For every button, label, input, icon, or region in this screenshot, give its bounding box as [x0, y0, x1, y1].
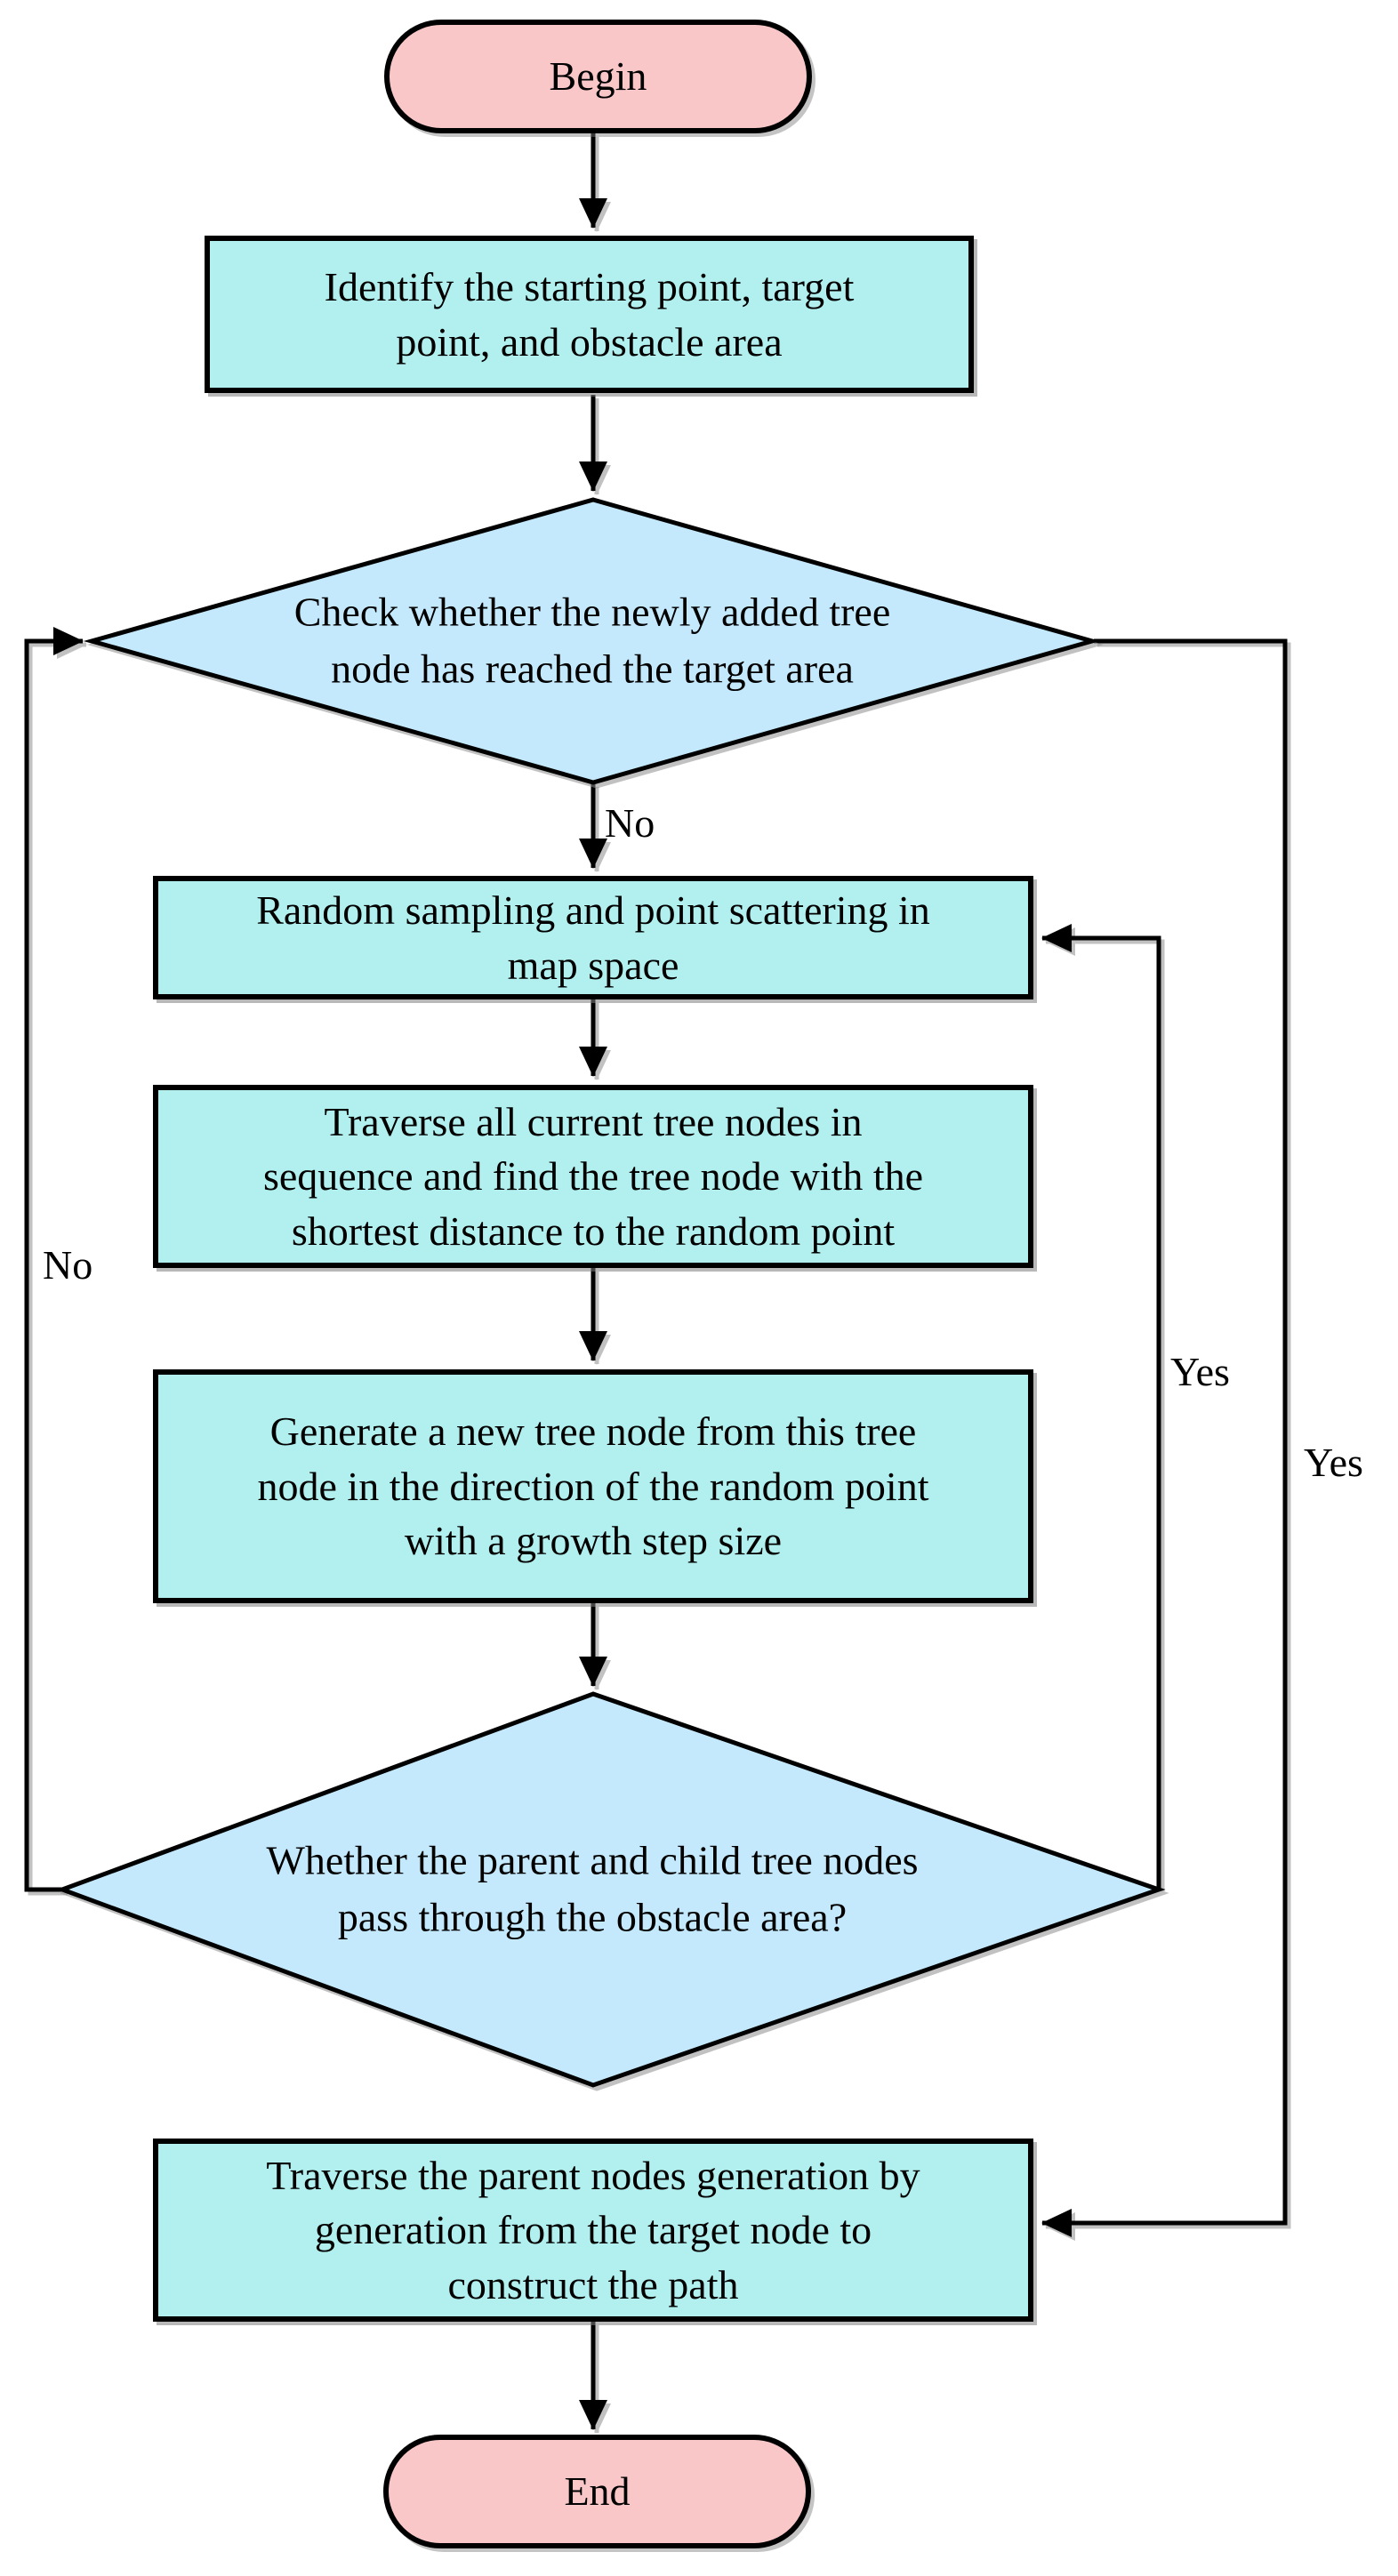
node-begin: Begin: [384, 20, 812, 133]
node-generate-node: Generate a new tree node from this tree …: [153, 1369, 1033, 1603]
node-generate-node-line: with a growth step size: [404, 1518, 783, 1564]
decision-check-obstacle-label: Whether the parent and child tree nodes …: [266, 1837, 919, 1940]
node-traverse-nodes-line: sequence and find the tree node with the: [262, 1153, 924, 1200]
edge-label-no-left: No: [43, 1242, 93, 1288]
node-begin-label: Begin: [549, 53, 647, 100]
node-generate-node-line: node in the direction of the random poin…: [257, 1463, 929, 1509]
edge-check-target-yes: [1041, 638, 1288, 2237]
node-identify-line: Identify the starting point, target: [324, 263, 855, 309]
decision-check-target-label: Check whether the newly added tree node …: [293, 589, 891, 692]
node-construct-path-line: Traverse the parent nodes generation by: [266, 2152, 920, 2198]
node-traverse-nodes-line: shortest distance to the random point: [291, 1208, 896, 1254]
node-identify-line: point, and obstacle area: [396, 318, 783, 365]
edge-label-yes-outer: Yes: [1304, 1440, 1363, 1485]
node-generate-node-line: Generate a new tree node from this tree: [269, 1408, 917, 1455]
node-end-label: End: [564, 2468, 631, 2515]
node-traverse-nodes-line: Traverse all current tree nodes in: [324, 1098, 863, 1144]
node-traverse-nodes: Traverse all current tree nodes in seque…: [153, 1085, 1033, 1268]
node-construct-path-line: generation from the target node to: [314, 2207, 872, 2253]
node-construct-path-line: construct the path: [447, 2261, 739, 2307]
edge-label-no-top: No: [605, 800, 655, 846]
node-random-sampling: Random sampling and point scattering in …: [153, 876, 1033, 999]
node-random-sampling-line: Random sampling and point scattering in: [256, 887, 930, 933]
decision-check-target: [83, 497, 1101, 785]
edge-check-obstacle-yes-loop: [1041, 924, 1161, 1888]
node-identify: Identify the starting point, target poin…: [205, 236, 974, 393]
node-end: End: [383, 2435, 811, 2548]
node-construct-path: Traverse the parent nodes generation by …: [153, 2139, 1033, 2322]
node-random-sampling-line: map space: [507, 942, 679, 988]
edge-label-yes-inner: Yes: [1170, 1349, 1230, 1394]
decision-check-obstacle: [55, 1691, 1166, 2088]
